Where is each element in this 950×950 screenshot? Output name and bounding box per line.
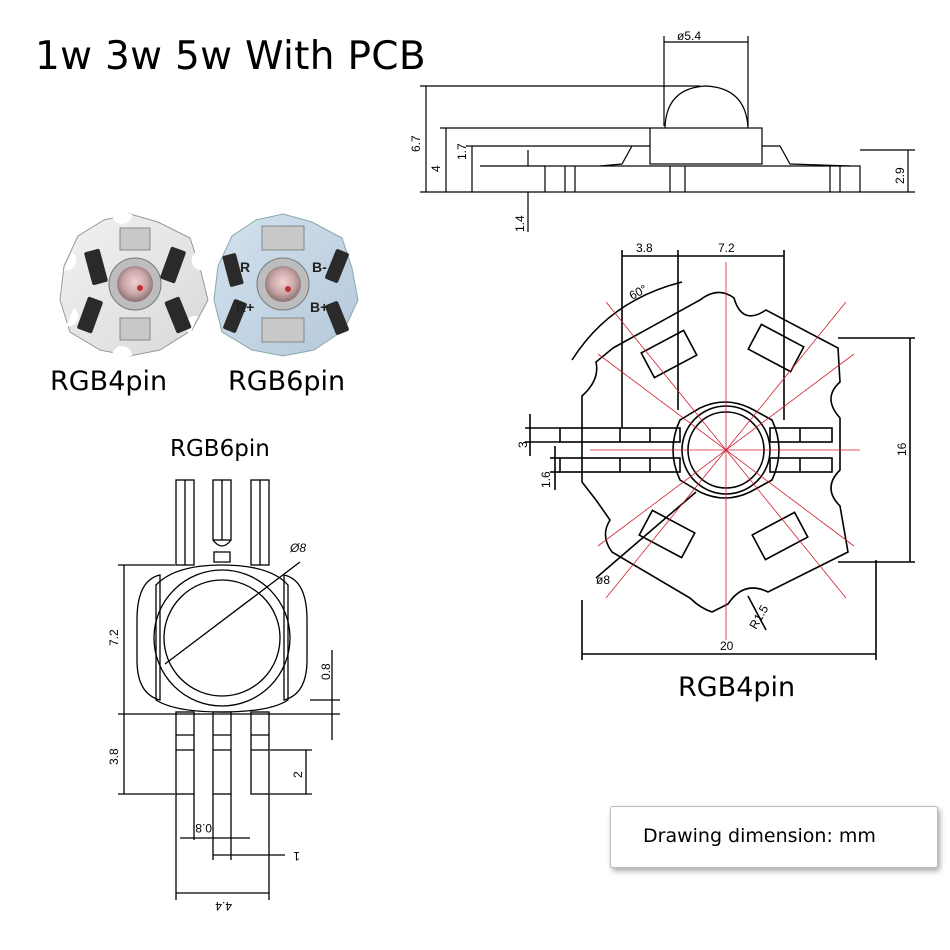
side-h-total-label: 6.7: [409, 135, 423, 152]
side-view-drawing: [420, 36, 915, 232]
rgb4-radius-label: R1.5: [746, 602, 771, 631]
page-title: 1w 3w 5w With PCB: [35, 34, 426, 79]
side-h-board-label: 1.4: [513, 215, 527, 232]
rgb6-drawing: [118, 479, 340, 900]
rgb6-gap-label: 1: [293, 849, 300, 863]
rgb6-dia-label: Ø8: [289, 541, 306, 555]
side-dia-label: ø5.4: [677, 29, 701, 43]
rgb6-ring-label: 0.8: [319, 663, 333, 680]
dimension-note-text: Drawing dimension: mm: [643, 825, 876, 847]
rgb6-lead-len-label: 3.8: [107, 748, 121, 765]
side-h-pin-label: 1.7: [455, 143, 469, 160]
mark-r-plus: R+: [236, 299, 254, 315]
rgb4-height-label: 16: [895, 442, 909, 456]
mark-r: R: [240, 259, 250, 275]
rgb4-photo-label: RGB4pin: [50, 366, 168, 397]
mark-b-minus: B-: [312, 259, 327, 275]
rgb4-centerlines: [590, 262, 860, 640]
rgb6-photo-label: RGB6pin: [228, 366, 346, 397]
rgb6-width-label: 4.4: [215, 899, 232, 913]
rgb4-angle-label: 60°: [627, 282, 650, 303]
mark-b-plus: B+: [310, 299, 328, 315]
rgb6-pad-label: 2: [291, 771, 305, 778]
rgb6-drawing-label: RGB6pin: [170, 436, 270, 462]
rgb6-photo: R B- R+ B+: [213, 213, 359, 357]
rgb6-pitch-label: 0.8: [195, 821, 212, 835]
rgb4-w2-label: 7.2: [718, 241, 735, 255]
rgb4-drawing-label: RGB4pin: [678, 672, 796, 703]
rgb4-w1-label: 3.8: [636, 241, 653, 255]
dimension-note-box: Drawing dimension: mm: [610, 806, 938, 868]
rgb4-dia-label: ø8: [596, 573, 610, 587]
rgb4-lead-h-label: 3: [516, 441, 530, 448]
rgb6-height-label: 7.2: [107, 629, 121, 646]
rgb4-width-label: 20: [720, 639, 734, 653]
rgb4-photo: [59, 213, 209, 357]
side-h-base-label: 4: [429, 165, 443, 172]
rgb4-lead-w-label: 1.6: [539, 471, 553, 488]
side-h-right-label: 2.9: [893, 167, 907, 184]
